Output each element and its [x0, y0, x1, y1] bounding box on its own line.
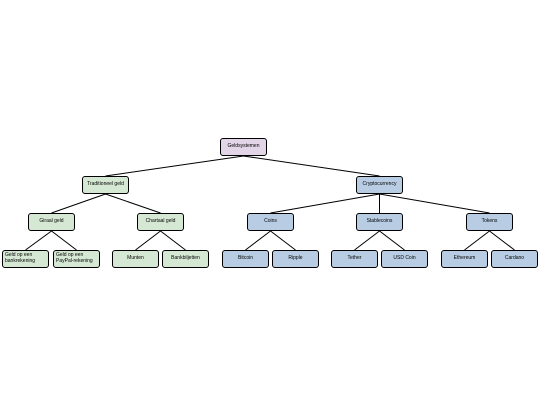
- node-tether: Tether: [331, 250, 378, 268]
- node-bankbiljetten: Bankbiljetten: [162, 250, 209, 268]
- node-bitcoin: Bitcoin: [222, 250, 269, 268]
- node-root: Geldsystemen: [220, 138, 267, 156]
- edge-stablecoins-tether: [354, 230, 380, 251]
- edge-coins-ripple: [270, 230, 296, 251]
- edge-tokens-cardano: [489, 230, 515, 251]
- node-coins: Coins: [247, 213, 294, 231]
- edge-tokens-ethereum: [464, 230, 490, 251]
- node-tokens: Tokens: [466, 213, 513, 231]
- edge-chartaal-bankbiljetten: [160, 230, 186, 251]
- edge-root-traditional: [105, 155, 244, 177]
- node-usdcoin: USD Coin: [381, 250, 428, 268]
- node-traditional: Traditioneel geld: [82, 176, 129, 194]
- node-paypal: Geld op een PayPal-rekening: [53, 250, 100, 268]
- edge-chartaal-munten: [135, 230, 161, 251]
- edge-traditional-giraal: [51, 193, 106, 214]
- edge-coins-bitcoin: [245, 230, 271, 251]
- edge-crypto-coins: [270, 193, 380, 214]
- node-stablecoins: Stablecoins: [356, 213, 403, 231]
- edge-giraal-paypal: [51, 230, 77, 251]
- node-chartaal: Chartaal geld: [137, 213, 184, 231]
- edge-stablecoins-usdcoin: [379, 230, 405, 251]
- node-ethereum: Ethereum: [441, 250, 488, 268]
- edge-traditional-chartaal: [105, 193, 161, 214]
- node-giraal: Giraal geld: [28, 213, 75, 231]
- node-bankrekening: Geld op een bankrekening: [2, 250, 49, 268]
- node-ripple: Ripple: [272, 250, 319, 268]
- edge-crypto-tokens: [379, 193, 490, 214]
- edge-root-crypto: [243, 155, 380, 177]
- node-crypto: Cryptocurrency: [356, 176, 403, 194]
- node-munten: Munten: [112, 250, 159, 268]
- edge-giraal-bankrekening: [25, 230, 52, 251]
- node-cardano: Cardano: [491, 250, 538, 268]
